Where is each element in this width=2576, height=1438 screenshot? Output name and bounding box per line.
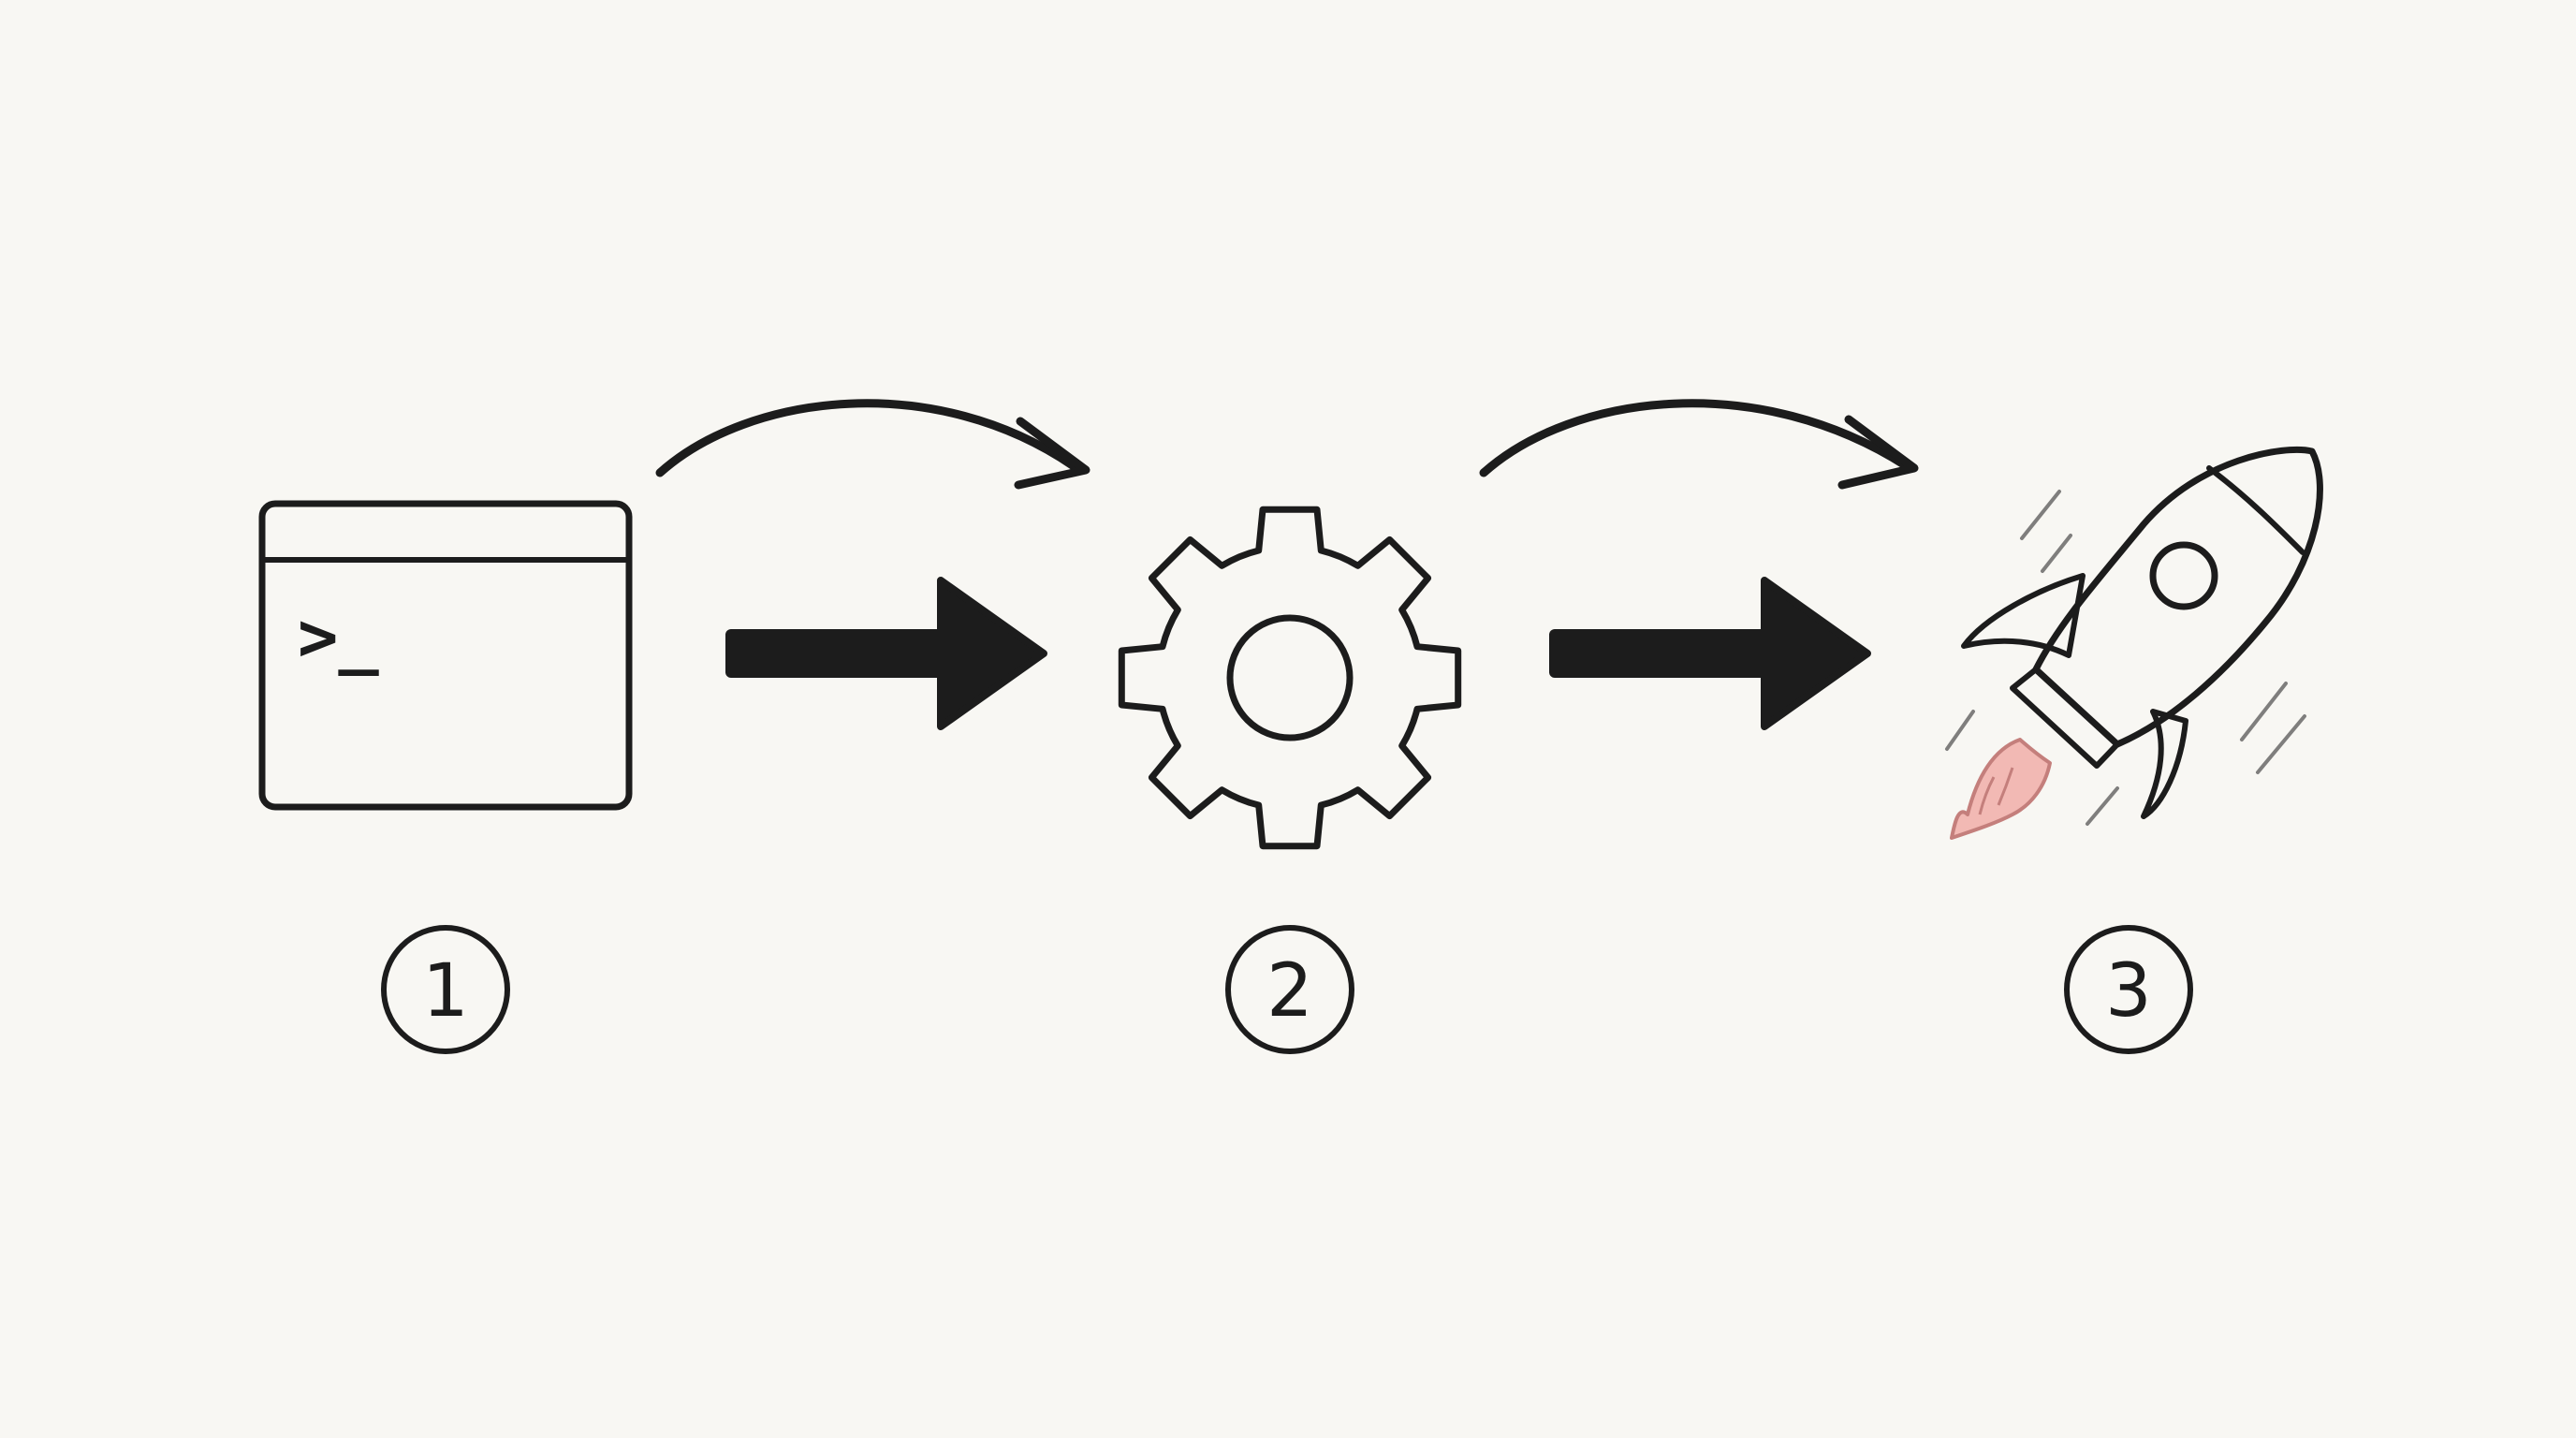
terminal-prompt: >_ bbox=[298, 597, 379, 676]
step-number-3: 3 bbox=[2064, 925, 2193, 1054]
curved-arrow-2-to-3 bbox=[1479, 399, 1919, 490]
step-number-2: 2 bbox=[1225, 925, 1354, 1054]
rocket-icon bbox=[1945, 446, 2323, 840]
straight-arrow-2-to-3 bbox=[1549, 577, 1871, 730]
curved-arrow-1-to-2 bbox=[655, 399, 1090, 490]
step-number-3-label: 3 bbox=[2105, 949, 2152, 1034]
gear-icon bbox=[1118, 506, 1462, 850]
terminal-icon: >_ bbox=[258, 500, 633, 811]
step-number-2-label: 2 bbox=[1266, 949, 1313, 1034]
step-number-1-label: 1 bbox=[422, 949, 469, 1034]
straight-arrow-1-to-2 bbox=[725, 577, 1047, 730]
step-number-1: 1 bbox=[381, 925, 510, 1054]
